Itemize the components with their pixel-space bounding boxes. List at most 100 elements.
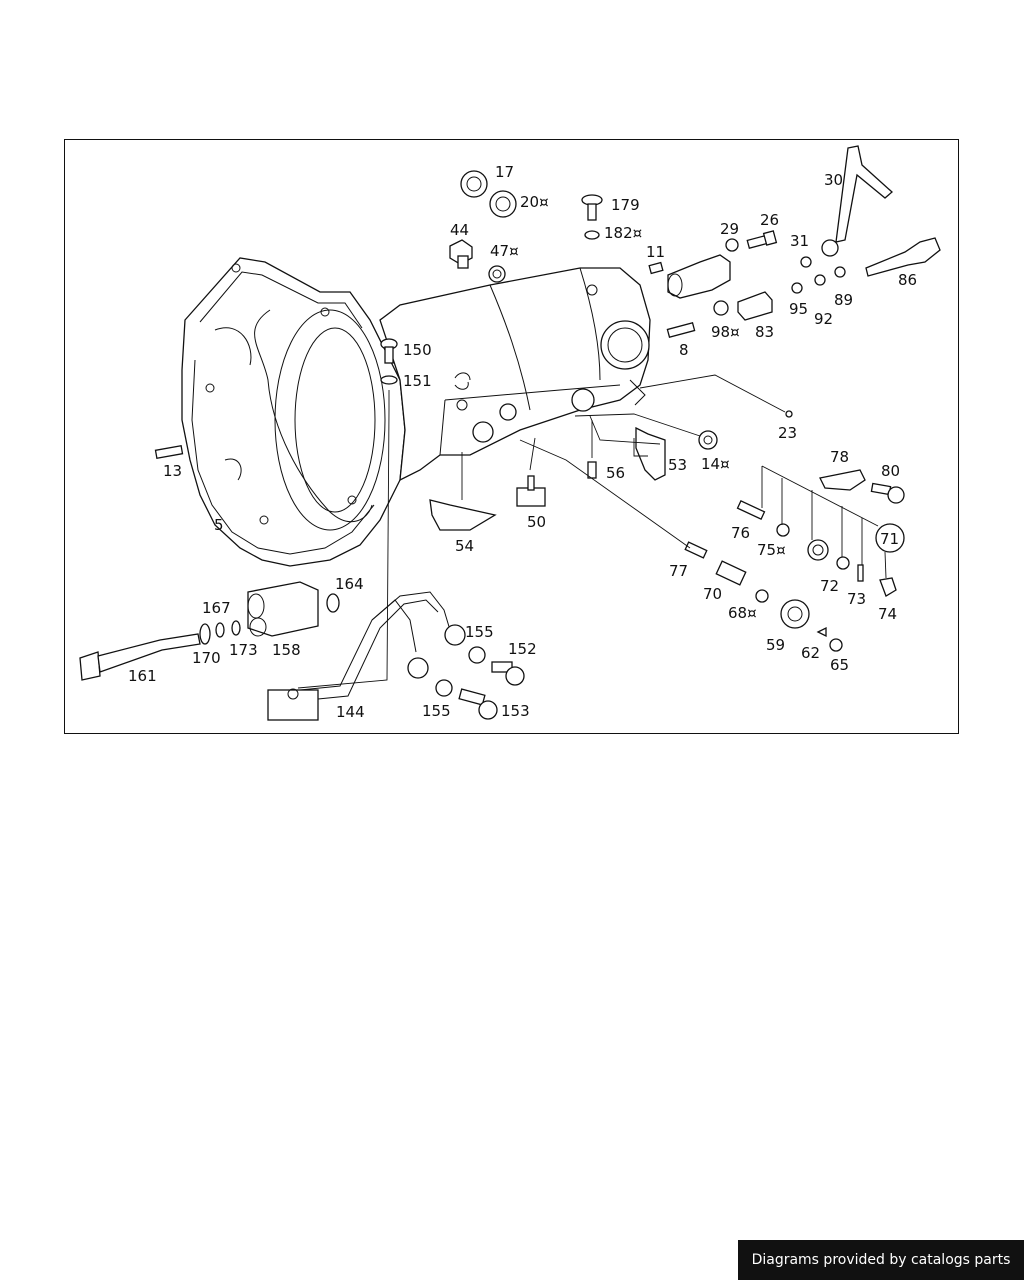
pin-77 <box>684 541 708 559</box>
block-158 <box>247 581 319 637</box>
sensor-56 <box>587 461 597 479</box>
housing-part-large <box>667 254 731 299</box>
label-78: 78 <box>830 448 849 466</box>
fitting-153 <box>458 688 498 720</box>
ring-155a <box>468 646 486 664</box>
bell-housing <box>181 257 406 567</box>
bracket-78 <box>819 469 866 491</box>
label-17: 17 <box>495 163 514 181</box>
clip-73 <box>857 564 864 582</box>
sensor-76 <box>736 500 766 520</box>
credit-footer: Diagrams provided by catalogs parts <box>738 1240 1024 1280</box>
label-8: 8 <box>679 341 689 359</box>
label-30: 30 <box>824 171 843 189</box>
bolt-152 <box>491 661 525 686</box>
group-71 <box>875 523 905 553</box>
label-47: 47¤ <box>490 242 519 260</box>
label-158: 158 <box>272 641 301 659</box>
main-case <box>379 267 651 482</box>
label-161: 161 <box>128 667 157 685</box>
label-72: 72 <box>820 577 839 595</box>
washer-182 <box>584 230 600 240</box>
label-54: 54 <box>455 537 474 555</box>
label-80: 80 <box>881 462 900 480</box>
washer-92 <box>814 274 826 286</box>
selector-lever-30 <box>821 145 893 257</box>
label-20: 20¤ <box>520 193 549 211</box>
ring-68 <box>755 589 769 603</box>
label-86: 86 <box>898 271 917 289</box>
label-182: 182¤ <box>604 224 642 242</box>
label-152: 152 <box>508 640 537 658</box>
ring-164 <box>326 593 340 613</box>
ring-173 <box>231 620 241 636</box>
plate-54 <box>429 499 497 531</box>
label-76: 76 <box>731 524 750 542</box>
diagram-frame <box>64 139 959 734</box>
dowel-23 <box>785 410 793 418</box>
label-44: 44 <box>450 221 469 239</box>
label-75: 75¤ <box>757 541 786 559</box>
label-14: 14¤ <box>701 455 730 473</box>
label-23: 23 <box>778 424 797 442</box>
label-83: 83 <box>755 323 774 341</box>
ring-75 <box>776 523 790 537</box>
label-74: 74 <box>878 605 897 623</box>
label-150: 150 <box>403 341 432 359</box>
label-98: 98¤ <box>711 323 740 341</box>
fluid-line-144 <box>267 591 466 721</box>
label-170: 170 <box>192 649 221 667</box>
mount-50 <box>516 475 546 507</box>
plug-65 <box>829 638 843 652</box>
label-73: 73 <box>847 590 866 608</box>
label-164: 164 <box>335 575 364 593</box>
pin-13 <box>154 445 184 459</box>
label-153: 153 <box>501 702 530 720</box>
vent-179 <box>581 194 603 221</box>
cap-59 <box>780 599 810 629</box>
washer-89 <box>834 266 846 278</box>
label-151: 151 <box>403 372 432 390</box>
label-50: 50 <box>527 513 546 531</box>
washer-95 <box>791 282 803 294</box>
ring-167 <box>215 622 225 638</box>
label-155b: 155 <box>422 702 451 720</box>
ring-170 <box>199 623 211 645</box>
clip-74 <box>879 577 897 597</box>
shaft-86 <box>865 237 941 277</box>
label-71: 71 <box>880 530 899 548</box>
pin-8 <box>666 321 696 339</box>
label-173: 173 <box>229 641 258 659</box>
screw-26 <box>746 230 778 249</box>
washer-151 <box>380 375 398 385</box>
ring-72b <box>836 556 850 570</box>
seal-17 <box>460 170 488 198</box>
ring-14 <box>698 430 718 450</box>
label-62: 62 <box>801 644 820 662</box>
label-5: 5 <box>214 516 224 534</box>
label-95: 95 <box>789 300 808 318</box>
clip-62 <box>816 626 827 638</box>
seal-20 <box>489 190 517 218</box>
bracket-53 <box>635 426 666 481</box>
ring-98 <box>713 300 729 316</box>
label-167: 167 <box>202 599 231 617</box>
bolt-150 <box>380 338 398 364</box>
label-92: 92 <box>814 310 833 328</box>
label-77: 77 <box>669 562 688 580</box>
ring-47 <box>488 265 506 283</box>
bolt-80 <box>870 482 905 504</box>
label-56: 56 <box>606 464 625 482</box>
label-53: 53 <box>668 456 687 474</box>
sleeve-83 <box>737 291 773 321</box>
callout-labels: 17 20¤ 179 182¤ 44 47¤ 11 29 26 30 31 86… <box>128 163 917 721</box>
label-155a: 155 <box>465 623 494 641</box>
valve-72 <box>807 539 829 561</box>
label-70: 70 <box>703 585 722 603</box>
label-11: 11 <box>646 243 665 261</box>
label-68: 68¤ <box>728 604 757 622</box>
label-29: 29 <box>720 220 739 238</box>
label-65: 65 <box>830 656 849 674</box>
label-144: 144 <box>336 703 365 721</box>
